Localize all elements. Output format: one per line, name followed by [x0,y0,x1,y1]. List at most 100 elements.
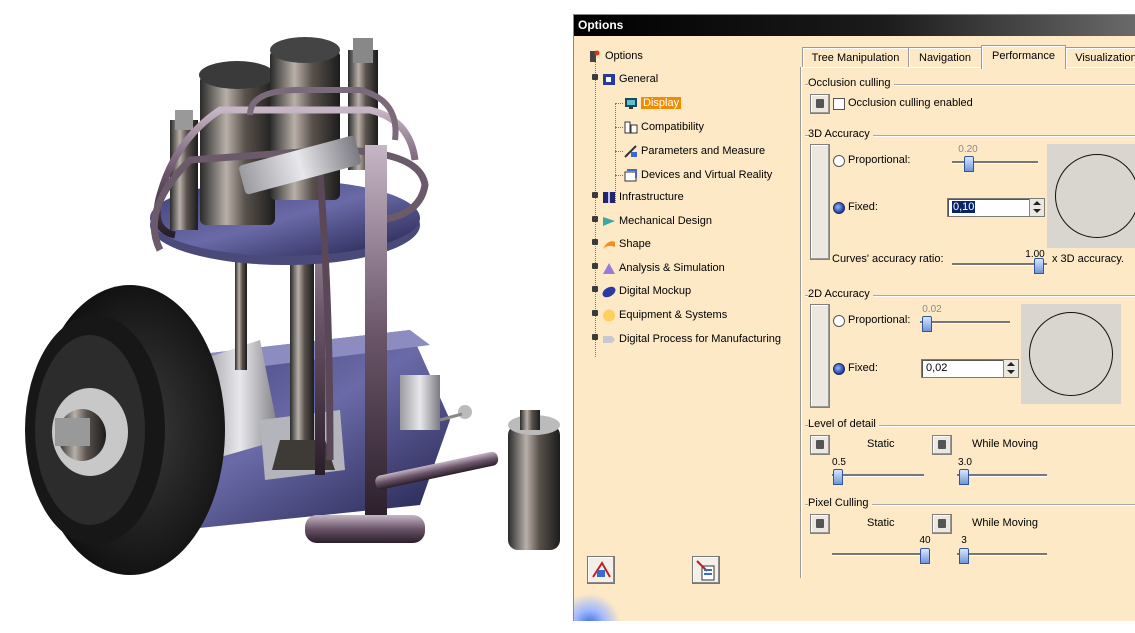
accuracy3d-proportional-radio[interactable] [833,155,845,167]
tree-label: Options [605,50,643,62]
reset-icon [592,561,611,578]
curves-ratio-slider[interactable] [952,263,1047,266]
tree-item-devices[interactable]: Devices and Virtual Reality [624,166,772,184]
accuracy2d-lock-button[interactable] [810,304,830,408]
tree-label: Equipment & Systems [619,309,728,321]
compatibility-icon [624,121,638,134]
accuracy3d-preview [1047,144,1135,248]
curves-ratio-thumb[interactable] [1034,258,1044,274]
accuracy2d-proportional-radio[interactable] [833,315,845,327]
general-icon [602,73,616,86]
lod-moving-thumb[interactable] [959,469,969,485]
accuracy3d-proportional-slider[interactable] [952,161,1038,164]
accuracy2d-proportional-thumb[interactable] [922,316,932,332]
tree-item-compatibility[interactable]: Compatibility [624,118,704,136]
occlusion-label: Occlusion culling enabled [848,97,973,109]
tree-item-digital-mockup[interactable]: Digital Mockup [602,282,691,300]
accuracy3d-fixed-input[interactable]: 0,10 [947,198,1045,217]
lod-moving-lock-button[interactable] [932,435,952,455]
tab-navigation[interactable]: Navigation [908,47,982,68]
accuracy3d-title: 3D Accuracy [808,128,873,140]
tab-tree-manipulation[interactable]: Tree Manipulation [802,47,909,68]
dpm-icon [602,333,616,346]
options-icon [588,50,602,63]
curves-ratio-value: 1.00 [1025,249,1045,260]
digital-mockup-icon [602,285,616,298]
tree-item-analysis[interactable]: Analysis & Simulation [602,259,725,277]
lod-moving-slider[interactable] [957,474,1047,477]
pixel-moving-value: 3 [961,535,967,546]
tree-item-shape[interactable]: Shape [602,235,651,253]
tab-performance[interactable]: Performance [981,45,1066,69]
tree-item-options[interactable]: Options [588,47,643,65]
shape-icon [602,238,616,251]
pixel-moving-thumb[interactable] [959,548,969,564]
pixel-moving-label: While Moving [972,517,1039,529]
mechanical-design-icon [602,215,616,228]
export-button[interactable] [692,556,720,584]
accuracy2d-fixed-input[interactable]: 0,02 [921,359,1019,378]
tree-item-dpm[interactable]: Digital Process for Manufacturing [602,330,781,348]
tree-label: Analysis & Simulation [619,262,725,274]
lod-static-lock-button[interactable] [810,435,830,455]
tree-label: Digital Process for Manufacturing [619,333,782,345]
dialog-title: Options [578,18,624,32]
pixel-culling-title: Pixel Culling [808,497,872,509]
parameters-icon [624,144,638,158]
tree-label: Compatibility [641,121,704,133]
accuracy2d-fixed-radio[interactable] [833,363,845,375]
3d-viewport[interactable] [0,0,572,633]
tree-label: Parameters and Measure [641,145,766,157]
tree-item-display[interactable]: Display [624,94,682,112]
occlusion-lock-button[interactable] [810,94,830,114]
tree-label: Display [641,97,682,109]
export-icon [696,560,715,581]
analysis-icon [602,262,616,275]
performance-panel: Occlusion culling Occlusion culling enab… [801,67,1135,578]
lod-static-thumb[interactable] [833,469,843,485]
curves-ratio-label: Curves' accuracy ratio: [832,253,944,265]
accuracy3d-lock-button[interactable] [810,144,830,260]
tree-item-parameters[interactable]: Parameters and Measure [624,142,765,160]
tree-label: Devices and Virtual Reality [641,169,773,181]
accuracy3d-fixed-label: Fixed: [848,201,878,213]
occlusion-title: Occlusion culling [808,77,894,89]
tab-visualization[interactable]: Visualization [1065,47,1135,68]
spin-arrows-icon[interactable] [1029,199,1044,216]
reset-button[interactable] [587,556,615,584]
accuracy3d-fixed-radio[interactable] [833,202,845,214]
lod-static-slider[interactable] [832,474,924,477]
devices-icon [624,168,638,182]
occlusion-checkbox[interactable] [833,98,845,110]
equipment-icon [602,309,616,322]
pixel-static-thumb[interactable] [920,548,930,564]
accuracy2d-proportional-slider[interactable] [920,321,1010,324]
accuracy3d-proportional-value: 0.20 [958,144,978,155]
lod-static-label: Static [867,438,895,450]
tree-item-general[interactable]: General [602,70,658,88]
accuracy3d-proportional-label: Proportional: [848,154,911,166]
pixel-moving-slider[interactable] [957,553,1047,556]
pixel-static-lock-button[interactable] [810,514,830,534]
pixel-moving-lock-button[interactable] [932,514,952,534]
titlebar: Options [574,15,1135,36]
accuracy3d-proportional-thumb[interactable] [964,156,974,172]
accuracy2d-preview [1021,304,1121,404]
tree-item-equipment[interactable]: Equipment & Systems [602,306,727,324]
curves-ratio-suffix: x 3D accuracy. [1052,253,1124,265]
accuracy2d-title: 2D Accuracy [808,288,873,300]
lod-moving-value: 3.0 [958,457,972,468]
globe-icon [574,588,626,621]
accuracy2d-proportional-label: Proportional: [848,314,911,326]
tree-label: Digital Mockup [619,285,692,297]
lod-title: Level of detail [808,418,879,430]
lod-static-value: 0.5 [832,457,846,468]
tree-item-infrastructure[interactable]: Infrastructure [602,188,684,206]
tree-label: Mechanical Design [619,215,712,227]
tree-item-mechanical-design[interactable]: Mechanical Design [602,212,712,230]
pixel-static-slider[interactable] [832,553,924,556]
engine-model [25,37,560,575]
tree-label: Infrastructure [619,191,684,203]
lod-moving-label: While Moving [972,438,1039,450]
spin-arrows-icon[interactable] [1003,360,1018,377]
